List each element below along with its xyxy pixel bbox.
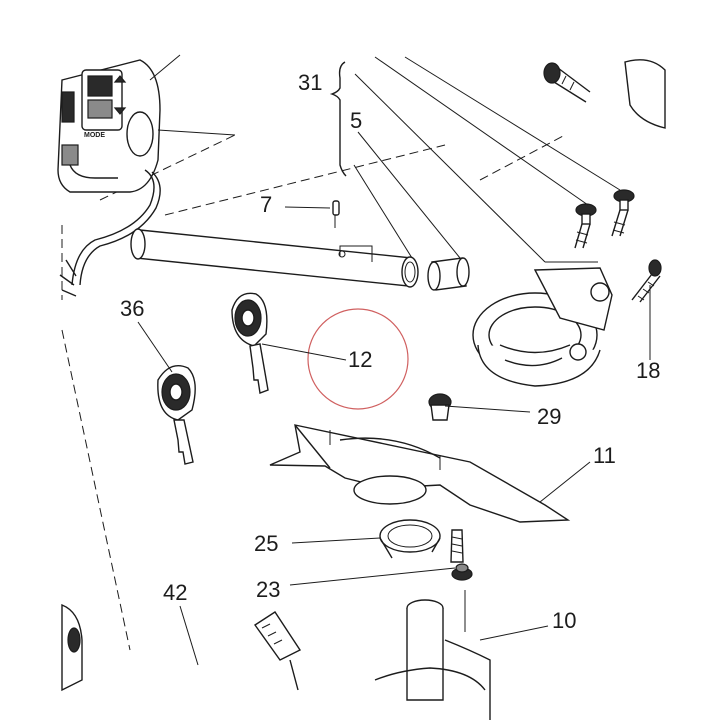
dashed-frame — [61, 134, 566, 651]
callout-29: 29 — [537, 404, 561, 429]
handlebar-clamp — [472, 261, 613, 387]
ignition-barrel — [374, 590, 491, 720]
callout-labels: 31 5 7 36 12 18 29 11 25 23 42 10 — [120, 70, 660, 633]
callout-10: 10 — [552, 608, 576, 633]
bushing-29 — [428, 393, 452, 421]
handlebar-tube — [130, 228, 419, 288]
leader-lines — [137, 56, 651, 666]
key-12 — [231, 292, 269, 394]
ring-25 — [379, 519, 441, 559]
callout-36: 36 — [120, 296, 144, 321]
key-36 — [157, 365, 196, 465]
highlight-circle — [307, 308, 409, 410]
connector-part — [254, 611, 302, 691]
callout-5: 5 — [350, 108, 362, 133]
handlebar-switch: MODE — [57, 54, 236, 193]
side-screw — [631, 259, 662, 303]
clamp-bolt-left — [574, 203, 597, 249]
callout-7: 7 — [260, 192, 272, 217]
bracket-11 — [269, 424, 571, 523]
callout-31: 31 — [298, 70, 322, 95]
top-right-bolt — [543, 59, 666, 129]
callout-18: 18 — [636, 358, 660, 383]
callout-11: 11 — [593, 443, 616, 468]
bottom-left-part — [61, 603, 83, 692]
mode-label: MODE — [84, 132, 105, 139]
callout-25: 25 — [254, 531, 278, 556]
callout-42: 42 — [163, 580, 187, 605]
callout-12: 12 — [348, 347, 372, 372]
pin-part — [332, 200, 340, 228]
callout-23: 23 — [256, 577, 280, 602]
clamp-bolt-right — [611, 189, 635, 237]
tube-bushing — [427, 257, 470, 291]
screw-23 — [450, 529, 473, 581]
